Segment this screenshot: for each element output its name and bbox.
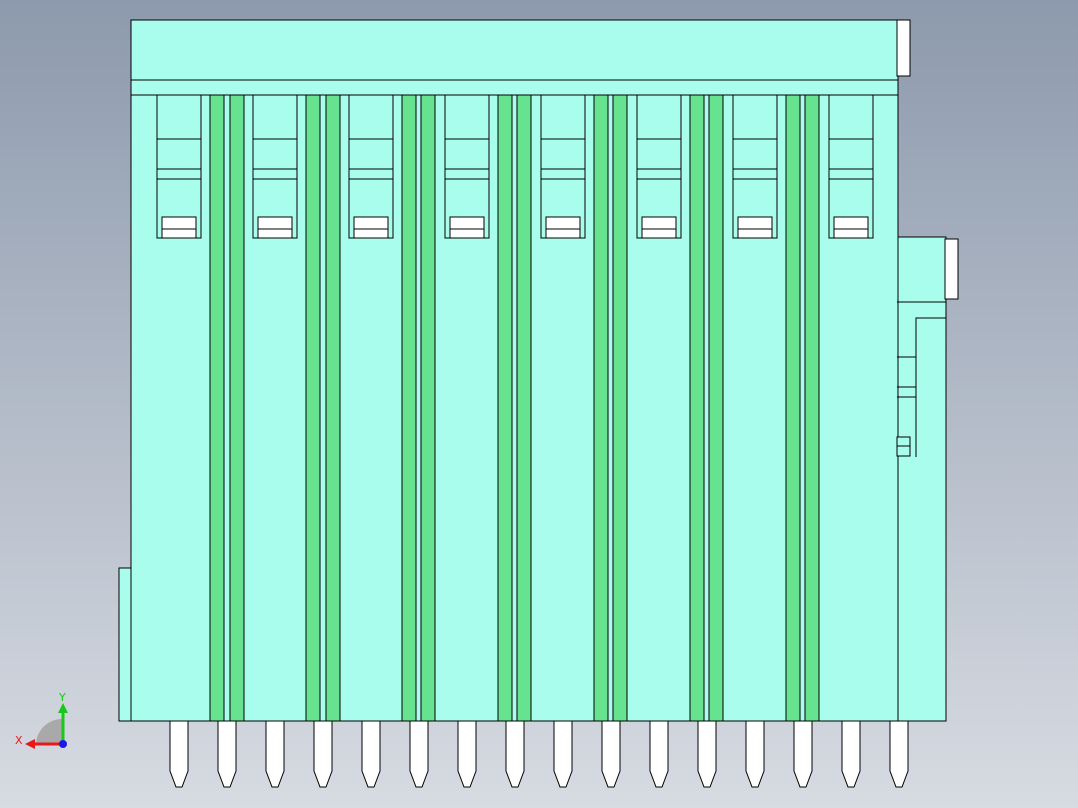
rib [305, 94, 321, 722]
rib [516, 94, 532, 722]
side-tab [944, 238, 959, 300]
rib [229, 94, 245, 722]
pin [841, 719, 861, 788]
latch-clip [641, 216, 677, 239]
pin [793, 719, 813, 788]
latch-clip [449, 216, 485, 239]
y-axis-label: Y [58, 691, 66, 704]
triad-quadrant [36, 719, 62, 745]
top-right-tab [896, 19, 911, 77]
pin [889, 719, 909, 788]
axis-triad: X Y [15, 691, 68, 749]
pin [745, 719, 765, 788]
pin [313, 719, 333, 788]
pin [265, 719, 285, 788]
pin [601, 719, 621, 788]
pin [697, 719, 717, 788]
z-axis-dot [59, 740, 67, 748]
latch-clip [257, 216, 293, 239]
rib [785, 94, 801, 722]
main-body [130, 19, 899, 722]
x-axis-label: X [15, 734, 23, 747]
right-side-block [896, 236, 947, 722]
rib [209, 94, 225, 722]
pin [553, 719, 573, 788]
x-axis-arrow [25, 739, 35, 749]
latch-window [348, 94, 394, 239]
latch-window [156, 94, 202, 239]
latch-window [540, 94, 586, 239]
pin [505, 719, 525, 788]
rib [325, 94, 341, 722]
latch-clip [353, 216, 389, 239]
left-foot [118, 567, 133, 722]
pin [169, 719, 189, 788]
latch-window [444, 94, 490, 239]
latch-window [828, 94, 874, 239]
connector-model [118, 19, 959, 788]
pin [409, 719, 429, 788]
rib [689, 94, 705, 722]
latch-window [732, 94, 778, 239]
pin [217, 719, 237, 788]
latch-window [252, 94, 298, 239]
latch-clip [833, 216, 869, 239]
latch-clip [161, 216, 197, 239]
latch-clip [737, 216, 773, 239]
pin [649, 719, 669, 788]
latch-clip [545, 216, 581, 239]
pin [361, 719, 381, 788]
y-axis-arrow [58, 703, 68, 713]
rib [593, 94, 609, 722]
rib [420, 94, 436, 722]
rib [612, 94, 628, 722]
rib [804, 94, 820, 722]
side-block-step [915, 317, 946, 457]
rib [401, 94, 417, 722]
rib [497, 94, 513, 722]
pin [457, 719, 477, 788]
rib [708, 94, 724, 722]
latch-window [636, 94, 682, 239]
